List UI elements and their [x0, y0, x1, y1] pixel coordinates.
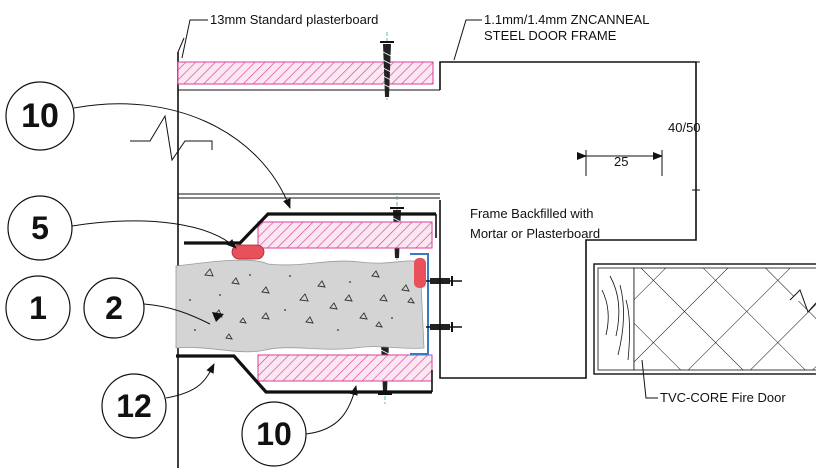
dim-width-label: 25 [614, 154, 628, 169]
callout-12: 12 [101, 373, 167, 439]
break-line-symbol [130, 114, 213, 162]
door-break-symbol [789, 289, 816, 313]
steel-track-top [184, 212, 436, 245]
steel-track-bottom [176, 354, 432, 394]
plasterboard-label: 13mm Standard plasterboard [210, 12, 378, 27]
svg-text:1: 1 [29, 290, 47, 326]
callout-2-leader [143, 303, 211, 325]
frame-label-line1: 1.1mm/1.4mm ZNCANNEAL [484, 12, 649, 27]
concrete-core [175, 259, 425, 353]
wall-break-tick [177, 37, 185, 53]
dim-height-label: 40/50 [668, 120, 701, 135]
callout-10-bottom: 10 [241, 401, 307, 467]
callout-12-leader [165, 363, 215, 399]
upper-wall [130, 37, 440, 468]
svg-text:5: 5 [31, 210, 49, 246]
aggregate-dark [212, 312, 224, 322]
door-leaf [593, 263, 816, 375]
steel-door-frame [439, 61, 697, 379]
callout-1: 1 [5, 275, 71, 341]
sealant-bead [231, 244, 265, 260]
callout-2: 2 [83, 277, 145, 339]
svg-text:2: 2 [105, 290, 123, 326]
callout-10-top: 10 [5, 81, 75, 151]
door-core [633, 267, 816, 371]
lower-wall [175, 212, 462, 394]
plasterboard-leader [181, 19, 208, 59]
callout-10-top-leader [73, 103, 291, 209]
channel-packer [414, 258, 426, 288]
fixing-channel [410, 253, 429, 355]
svg-text:12: 12 [116, 388, 152, 424]
timber-grain [601, 275, 630, 361]
door-leader [641, 359, 658, 399]
door-label: TVC-CORE Fire Door [660, 390, 786, 405]
callout-5-leader [71, 220, 237, 249]
anchor-lower [426, 322, 462, 332]
backfill-label-line2: Mortar or Plasterboard [470, 226, 600, 241]
anchor-upper [426, 276, 462, 286]
plasterboard-lower-bottom [257, 354, 433, 382]
backfill-label-line1: Frame Backfilled with [470, 206, 594, 221]
plasterboard-lower-top [257, 221, 433, 249]
frame-label-line2: STEEL DOOR FRAME [484, 28, 617, 43]
svg-text:10: 10 [256, 416, 292, 452]
dim-width [577, 150, 663, 176]
plasterboard-top [177, 61, 434, 85]
concrete-specks [189, 274, 393, 331]
screw-top [380, 32, 394, 100]
frame-leader [453, 19, 482, 61]
svg-text:10: 10 [21, 97, 59, 135]
callout-10-bottom-leader [305, 385, 358, 435]
callout-5: 5 [7, 195, 73, 261]
dim-height [692, 61, 700, 191]
